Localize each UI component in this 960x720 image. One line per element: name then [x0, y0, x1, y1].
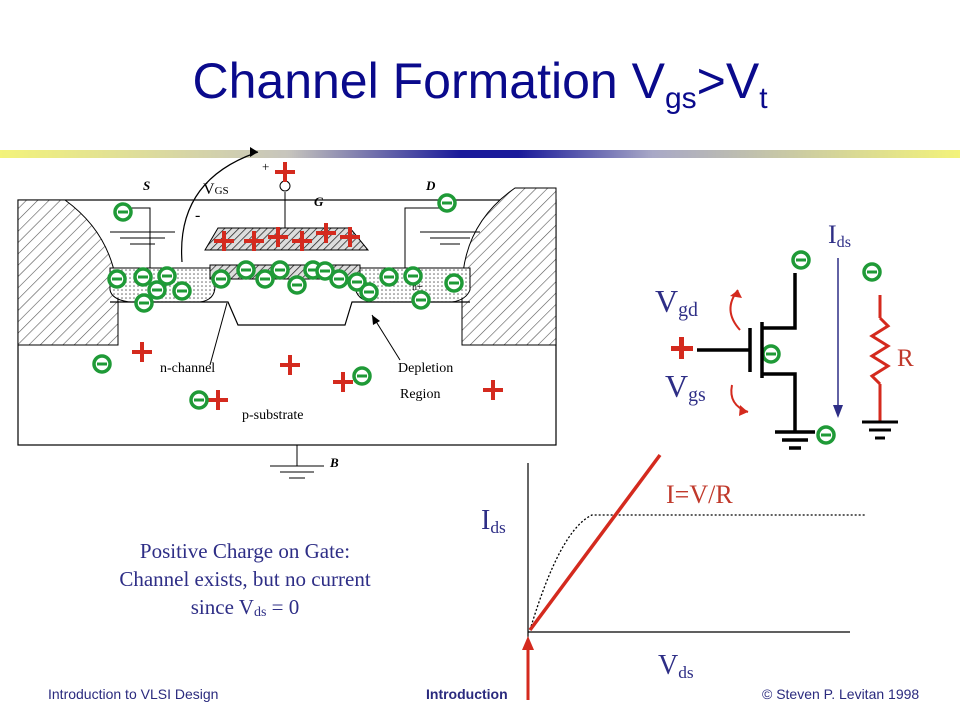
vgs-circuit-arrow	[730, 384, 749, 413]
iv-graph	[522, 453, 865, 700]
transistor-symbol	[697, 273, 815, 450]
origin-arrow	[522, 636, 534, 650]
drain-n-label: n+	[412, 282, 423, 293]
resistor-line	[528, 453, 662, 632]
source-label: S	[143, 178, 150, 193]
vgd-label: Vgd	[655, 283, 698, 321]
caption-line-1: Positive Charge on Gate:	[139, 539, 351, 563]
vgs-arrow	[180, 151, 259, 263]
n-channel-label: n-channel	[160, 361, 215, 376]
slide-title: Channel Formation Vgs>Vt	[192, 53, 768, 115]
resistor-label: R	[897, 345, 914, 372]
ids-circuit-label: Ids	[828, 220, 851, 251]
substrate-label: p-substrate	[242, 408, 303, 423]
negative-charge-bars	[97, 201, 877, 437]
depletion-label-1: Depletion	[398, 361, 453, 376]
title-divider-bar	[0, 150, 960, 158]
drain-label: D	[425, 178, 436, 193]
field-oxide-left	[17, 199, 119, 346]
depletion-boundary	[110, 301, 470, 326]
line-label: I=V/R	[666, 480, 733, 509]
positive-charges	[132, 162, 693, 410]
drain-terminal-wire	[404, 207, 440, 268]
graph-xlabel: Vds	[658, 650, 694, 682]
vgs-label: Vgs	[665, 368, 706, 406]
vgs-plus-sign: +	[262, 159, 269, 174]
saturation-curve	[529, 514, 865, 631]
resistor-symbol	[869, 295, 891, 422]
body-label: B	[329, 455, 339, 470]
footer-left: Introduction to VLSI Design	[48, 686, 219, 702]
caption-line-3: since Vds = 0	[190, 595, 300, 620]
caption-line-2: Channel exists, but no current	[119, 567, 371, 591]
graph-ylabel: Ids	[481, 505, 506, 537]
vgs-device-label: VGS	[203, 181, 229, 198]
footer-center: Introduction	[426, 686, 508, 702]
gate-label: G	[314, 194, 324, 209]
footer-right: © Steven P. Levitan 1998	[762, 686, 920, 702]
depletion-label-2: Region	[400, 387, 440, 402]
vgs-minus-sign: -	[195, 207, 200, 224]
caption-text: Positive Charge on Gate: Channel exists,…	[60, 537, 430, 627]
resistor-ground	[862, 420, 898, 440]
